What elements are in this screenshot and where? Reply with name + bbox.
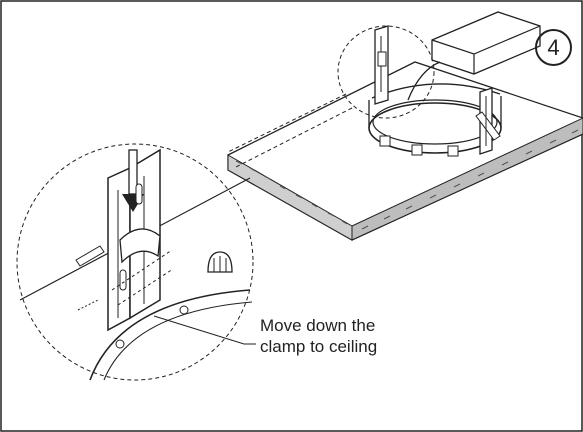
step-number-badge: 4 bbox=[535, 29, 572, 66]
detail-leader-lines bbox=[227, 93, 353, 169]
clamp-small-right bbox=[475, 87, 501, 155]
detail-circle-small bbox=[337, 25, 435, 119]
driver-box bbox=[431, 11, 541, 75]
caption-line-1: Move down the bbox=[260, 316, 376, 335]
caption-leader-line bbox=[153, 315, 256, 345]
magnified-clamp-view bbox=[19, 148, 253, 381]
clamp-small-left bbox=[374, 25, 389, 105]
instruction-caption: Move down the clamp to ceiling bbox=[260, 315, 377, 357]
caption-line-2: clamp to ceiling bbox=[260, 337, 378, 356]
